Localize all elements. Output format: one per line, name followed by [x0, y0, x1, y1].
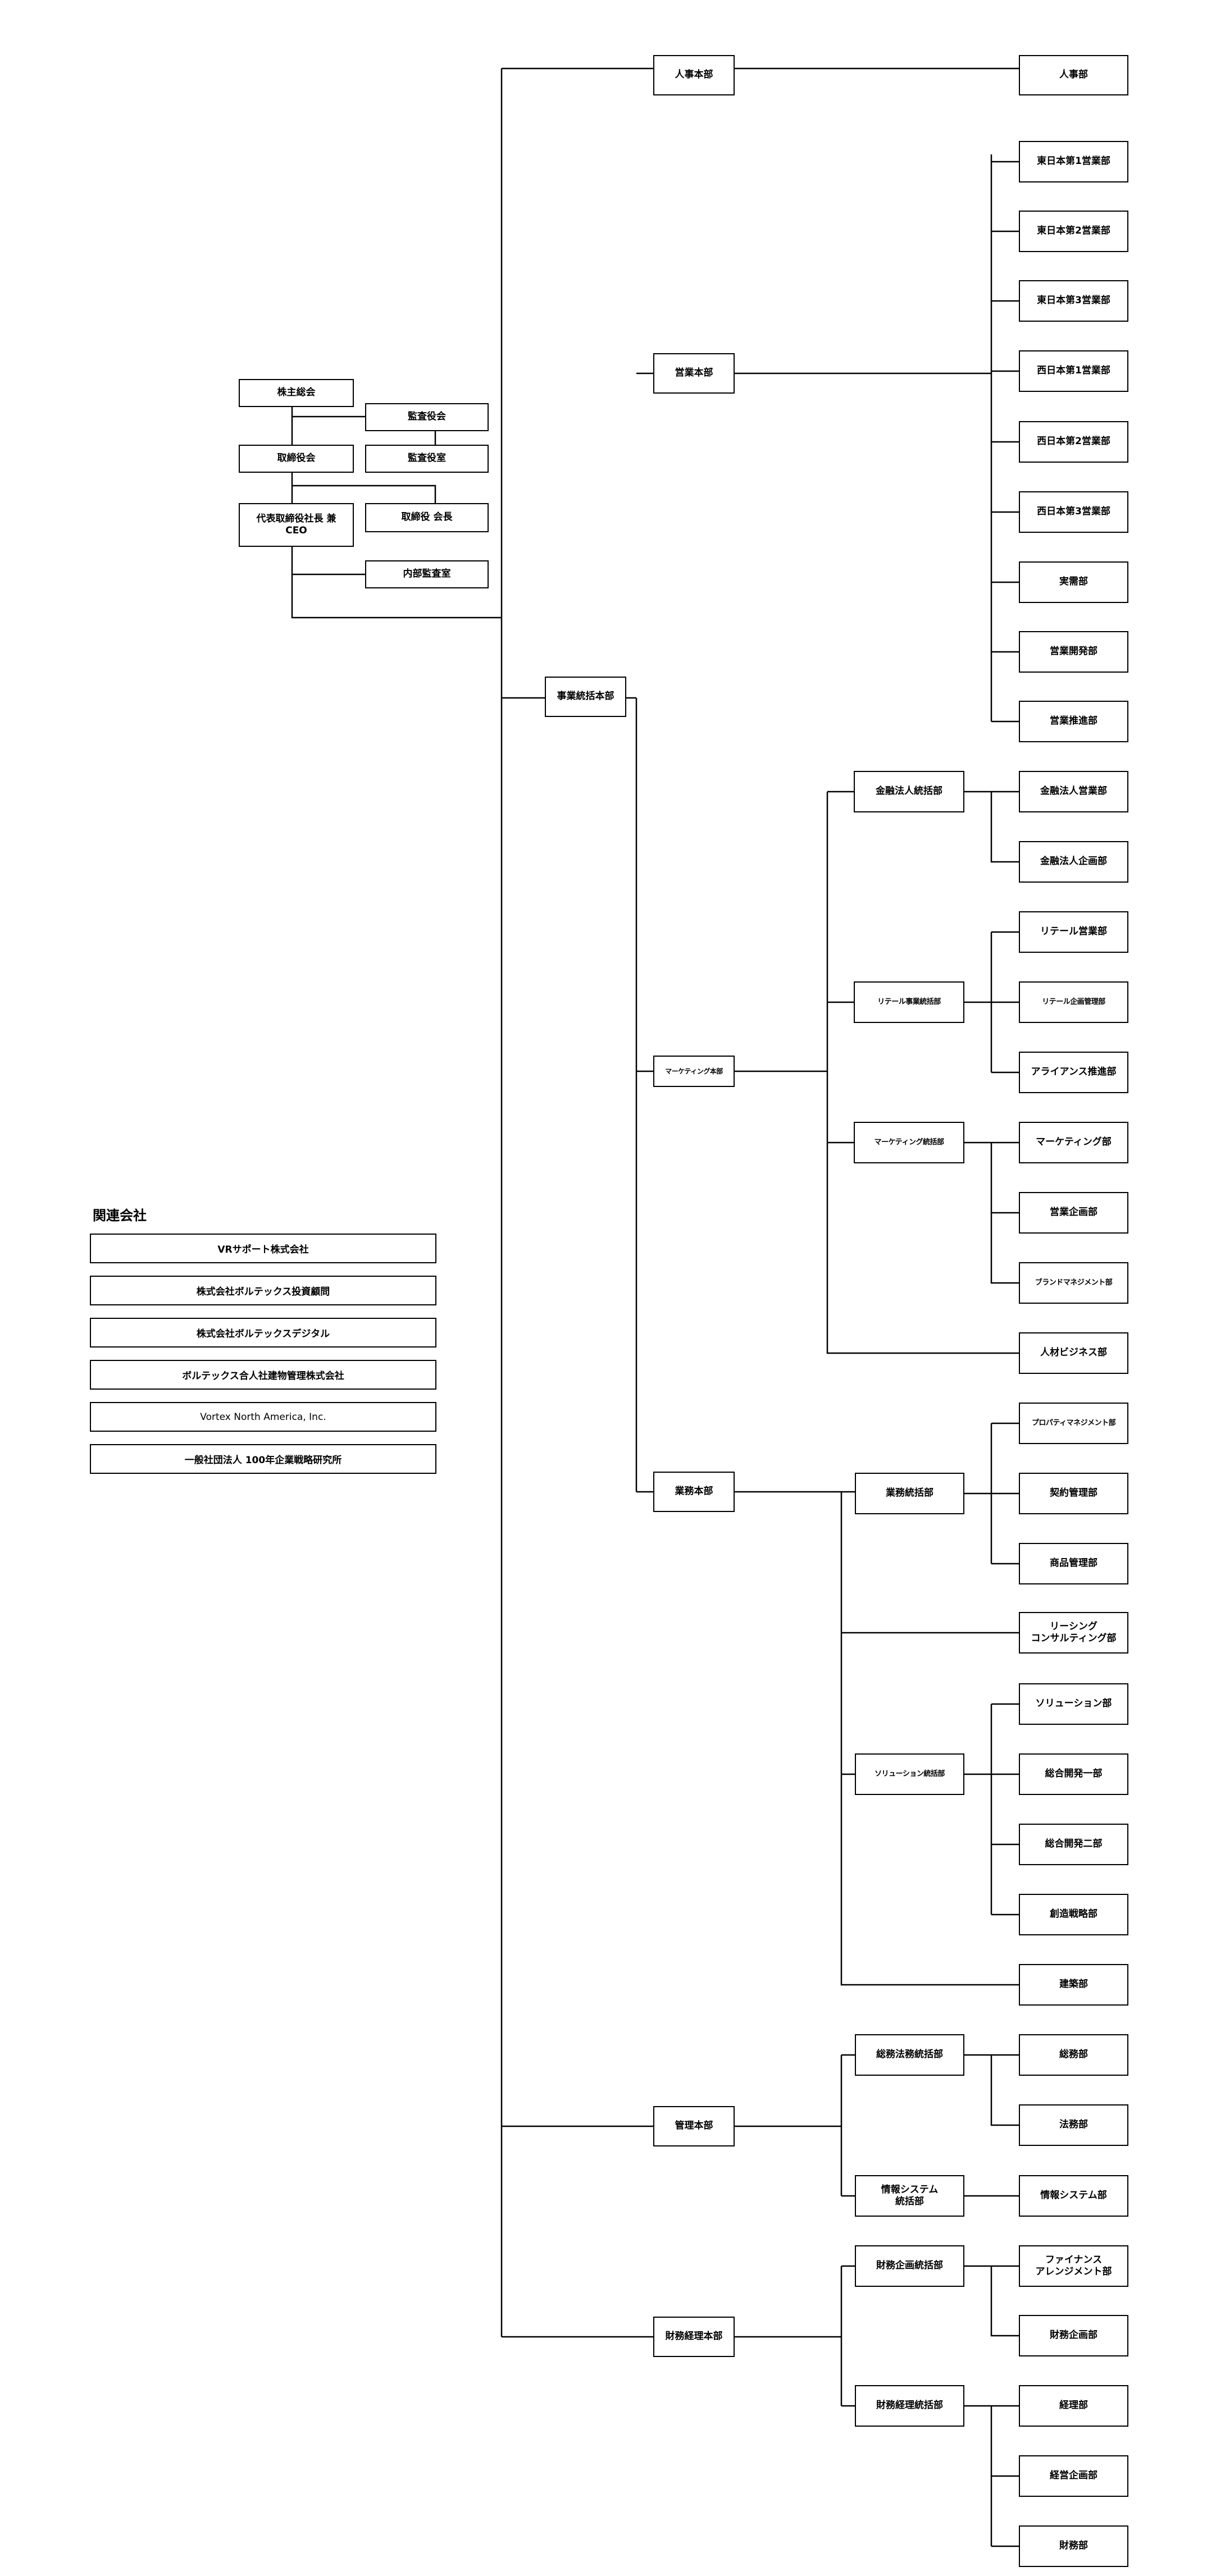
affiliate-item[interactable]: Vortex North America, Inc.: [90, 1402, 436, 1432]
affiliate-item[interactable]: 一般社団法人 100年企業戦略研究所: [90, 1444, 436, 1474]
finance-corp-group-box[interactable]: 金融法人統括部: [854, 771, 964, 812]
marketing-group-box[interactable]: マーケティング統括部: [854, 1122, 964, 1163]
hr-dept-box[interactable]: 人事部: [1019, 55, 1128, 95]
board-of-directors-box[interactable]: 取締役会: [239, 445, 354, 473]
hr-division-box[interactable]: 人事本部: [653, 55, 735, 95]
sales-dept-box[interactable]: 西日本第1営業部: [1019, 350, 1128, 392]
marketing-dept-box[interactable]: ブランドマネジメント部: [1019, 1262, 1128, 1304]
solution-group-box[interactable]: ソリューション統括部: [855, 1753, 964, 1795]
admin-division-box[interactable]: 管理本部: [653, 2106, 735, 2146]
management-planning-dept-box[interactable]: 経営企画部: [1019, 2455, 1128, 2497]
marketing-dept-box[interactable]: 営業企画部: [1019, 1192, 1128, 1234]
legal-dept-box[interactable]: 法務部: [1019, 2104, 1128, 2146]
affiliate-item[interactable]: 株式会社ボルテックス投資顧問: [90, 1276, 436, 1305]
affiliate-item[interactable]: 株式会社ボルテックスデジタル: [90, 1318, 436, 1348]
internal-audit-box[interactable]: 内部監査室: [365, 560, 489, 588]
general-legal-group-box[interactable]: 総務法務統括部: [855, 2034, 964, 2076]
operations-group-box[interactable]: 業務統括部: [855, 1473, 964, 1514]
treasury-dept-box[interactable]: 財務部: [1019, 2525, 1128, 2567]
finance-accounting-group-box[interactable]: 財務経理統括部: [855, 2385, 964, 2427]
solution-dept-box[interactable]: 総合開発一部: [1019, 1753, 1128, 1795]
sales-dept-box[interactable]: 東日本第3営業部: [1019, 280, 1128, 322]
sales-dept-box[interactable]: 西日本第3営業部: [1019, 491, 1128, 533]
marketing-dept-box[interactable]: マーケティング部: [1019, 1122, 1128, 1163]
sales-dept-box[interactable]: 営業開発部: [1019, 631, 1128, 673]
affiliate-item[interactable]: VRサポート株式会社: [90, 1234, 436, 1263]
finance-arrangement-dept-box[interactable]: ファイナンス アレンジメント部: [1019, 2245, 1128, 2287]
solution-dept-box[interactable]: 創造戦略部: [1019, 1894, 1128, 1935]
accounting-dept-box[interactable]: 経理部: [1019, 2385, 1128, 2427]
operations-dept-box[interactable]: 契約管理部: [1019, 1473, 1128, 1514]
it-dept-box[interactable]: 情報システム部: [1019, 2175, 1128, 2217]
chairman-box[interactable]: 取締役 会長: [365, 503, 489, 532]
leasing-dept-box[interactable]: リーシング コンサルティング部: [1019, 1612, 1128, 1654]
affiliates-title: 関連会社: [93, 1208, 147, 1223]
operations-dept-box[interactable]: 商品管理部: [1019, 1543, 1128, 1584]
general-affairs-dept-box[interactable]: 総務部: [1019, 2034, 1128, 2076]
hr-business-dept-box[interactable]: 人材ビジネス部: [1019, 1332, 1128, 1374]
marketing-division-box[interactable]: マーケティング本部: [653, 1056, 735, 1087]
business-hq-box[interactable]: 事業統括本部: [545, 677, 626, 717]
retail-dept-box[interactable]: リテール営業部: [1019, 911, 1128, 953]
operations-dept-box[interactable]: プロパティマネジメント部: [1019, 1403, 1128, 1444]
finance-planning-dept-box[interactable]: 財務企画部: [1019, 2315, 1128, 2356]
sales-dept-box[interactable]: 営業推進部: [1019, 701, 1128, 742]
retail-dept-box[interactable]: アライアンス推進部: [1019, 1052, 1128, 1093]
finance-corp-dept-box[interactable]: 金融法人営業部: [1019, 771, 1128, 812]
finance-planning-group-box[interactable]: 財務企画統括部: [855, 2245, 964, 2287]
sales-division-box[interactable]: 営業本部: [653, 353, 735, 394]
sales-dept-box[interactable]: 実需部: [1019, 561, 1128, 603]
solution-dept-box[interactable]: 総合開発二部: [1019, 1824, 1128, 1865]
audit-office-box[interactable]: 監査役室: [365, 445, 489, 473]
finance-division-box[interactable]: 財務経理本部: [653, 2317, 735, 2357]
solution-dept-box[interactable]: ソリューション部: [1019, 1683, 1128, 1725]
shareholders-meeting-box[interactable]: 株主総会: [239, 379, 354, 407]
retail-dept-box[interactable]: リテール企画管理部: [1019, 981, 1128, 1023]
retail-group-box[interactable]: リテール事業統括部: [854, 981, 964, 1023]
operations-division-box[interactable]: 業務本部: [653, 1472, 735, 1512]
it-group-box[interactable]: 情報システム 統括部: [855, 2175, 964, 2217]
ceo-box[interactable]: 代表取締役社長 兼 CEO: [239, 503, 354, 547]
sales-dept-box[interactable]: 東日本第2営業部: [1019, 211, 1128, 252]
finance-corp-dept-box[interactable]: 金融法人企画部: [1019, 841, 1128, 883]
construction-dept-box[interactable]: 建築部: [1019, 1964, 1128, 2006]
sales-dept-box[interactable]: 東日本第1営業部: [1019, 141, 1128, 182]
affiliate-item[interactable]: ボルテックス合人社建物管理株式会社: [90, 1360, 436, 1390]
auditors-board-box[interactable]: 監査役会: [365, 403, 489, 431]
sales-dept-box[interactable]: 西日本第2営業部: [1019, 421, 1128, 463]
